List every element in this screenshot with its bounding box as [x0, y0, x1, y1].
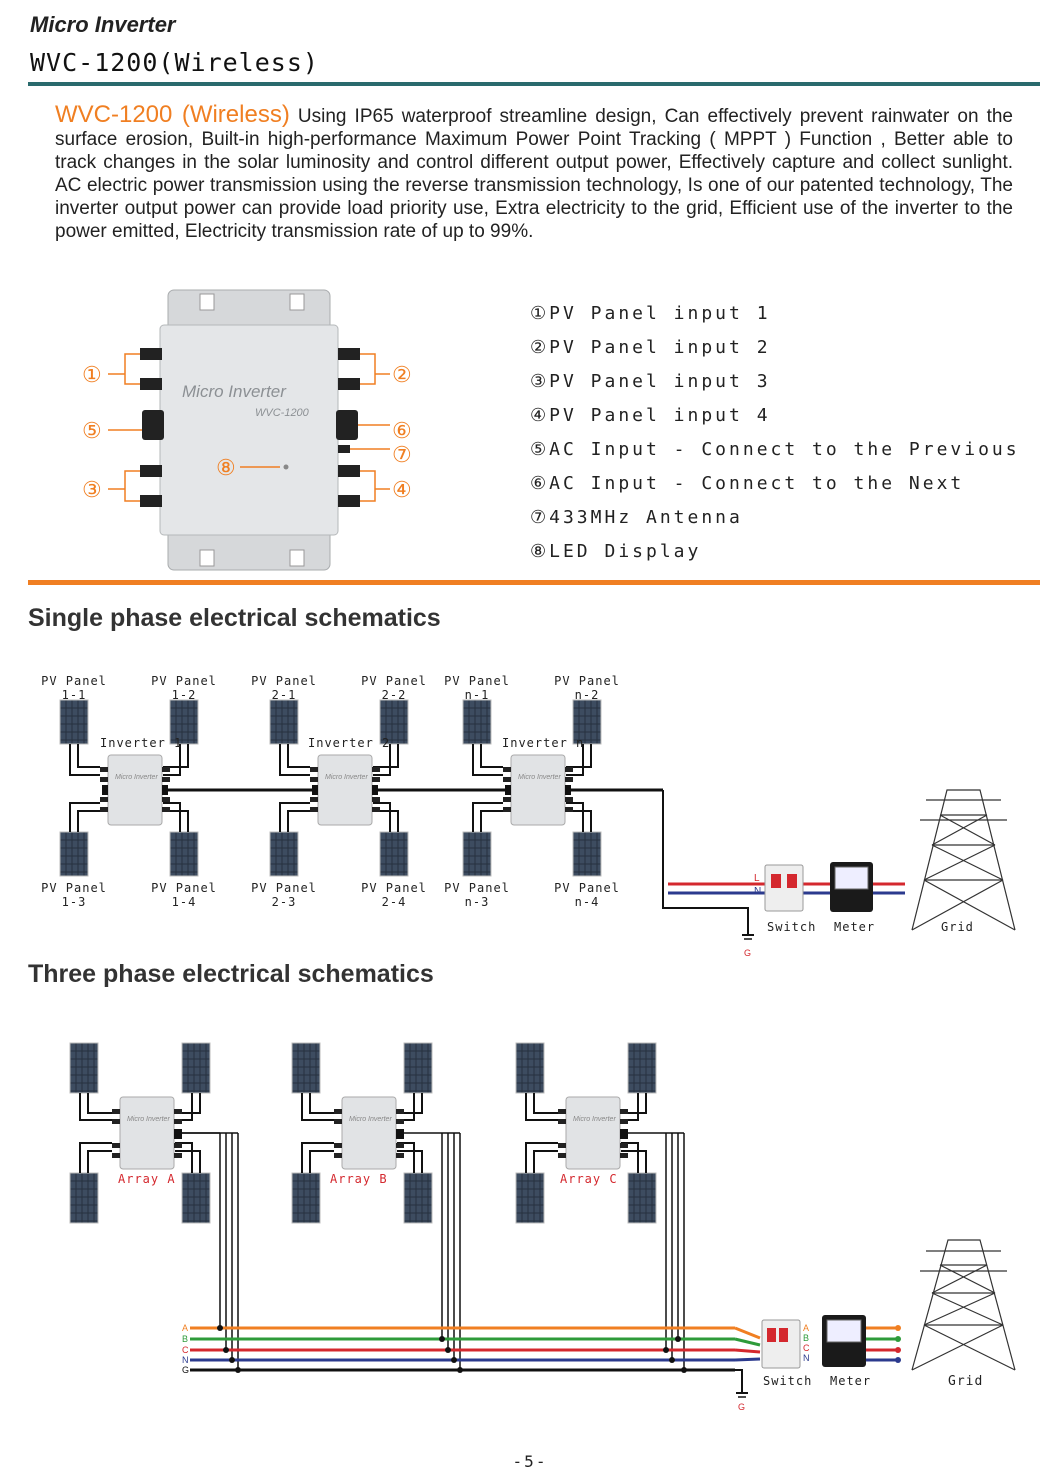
legend-item: ⑦433MHz Antenna	[530, 507, 743, 528]
inverter-label: Inverter n	[502, 736, 585, 750]
inverter-label: Inverter 1	[100, 736, 183, 750]
ground-label: G	[738, 1402, 745, 1412]
switch-wire-n: N	[803, 1353, 810, 1363]
category-title: Micro Inverter	[30, 12, 176, 37]
device-brand: Micro Inverter	[182, 382, 287, 401]
three-phase-title: Three phase electrical schematics	[28, 960, 434, 988]
wire-label-l: L	[754, 873, 760, 884]
switch-wire-b: B	[803, 1333, 809, 1343]
switch-wire-c: C	[803, 1343, 810, 1353]
meter-label: Meter	[834, 920, 876, 934]
ground-label: G	[744, 948, 751, 958]
inverter-illustration: Micro Inverter WVC-1200 ① ② ③ ④ ⑤ ⑥ ⑦ ⑧	[82, 289, 412, 571]
intro-body: Using IP65 waterproof streamline design,…	[55, 106, 1013, 242]
callout-2: ②	[392, 362, 412, 387]
legend-item: ④PV Panel input 4	[530, 405, 771, 426]
callout-4: ④	[392, 477, 412, 502]
legend-item: ⑧LED Display	[530, 541, 702, 562]
callout-3: ③	[82, 477, 102, 502]
page-number: -5-	[512, 1452, 548, 1471]
legend-item: ⑥AC Input - Connect to the Next	[530, 473, 965, 494]
header-divider	[28, 82, 1040, 86]
intro-lead: WVC-1200 (Wireless)	[55, 101, 290, 128]
array-label: Array C	[560, 1172, 618, 1186]
legend-item: ⑤AC Input - Connect to the Previous	[530, 439, 1020, 460]
port-legend: ①PV Panel input 1 ②PV Panel input 2 ③PV …	[530, 302, 1020, 574]
grid-label: Grid	[948, 1374, 984, 1389]
callout-7: ⑦	[392, 442, 412, 467]
meter-label: Meter	[830, 1374, 872, 1388]
array-label: Array A	[118, 1172, 176, 1186]
wire-label-b: B	[182, 1334, 188, 1344]
grid-label: Grid	[941, 920, 974, 934]
switch-label: Switch	[767, 920, 817, 934]
switch-icon	[764, 864, 804, 912]
legend-item: ③PV Panel input 3	[530, 371, 771, 392]
switch-label: Switch	[763, 1374, 813, 1388]
callout-6: ⑥	[392, 418, 412, 443]
inverter-label: Inverter 2	[308, 736, 391, 750]
model-title: WVC-1200(Wireless)	[30, 48, 319, 77]
switch-icon	[761, 1319, 801, 1369]
wire-label-n: N	[182, 1355, 189, 1365]
wire-label-g: G	[182, 1365, 189, 1375]
three-phase-diagram: Micro Inverter	[69, 1042, 1016, 1412]
callout-1: ①	[82, 362, 102, 387]
grid-tower-icon	[911, 1239, 1016, 1371]
section-divider	[28, 580, 1040, 585]
device-model: WVC-1200	[255, 407, 310, 419]
single-phase-title: Single phase electrical schematics	[28, 604, 441, 632]
legend-item: ②PV Panel input 2	[530, 337, 771, 358]
callout-5: ⑤	[82, 418, 102, 443]
array-label: Array B	[330, 1172, 388, 1186]
legend-item: ①PV Panel input 1	[530, 303, 771, 324]
intro-paragraph: WVC-1200 (Wireless) Using IP65 waterproo…	[55, 103, 1013, 243]
callout-8: ⑧	[216, 455, 236, 480]
switch-wire-a: A	[803, 1323, 809, 1333]
wire-label-c: C	[182, 1345, 189, 1355]
wire-label-n: N	[754, 886, 761, 897]
single-phase-diagram: Micro Inverter L N	[59, 699, 1016, 958]
led-dot	[283, 464, 289, 470]
wire-label-a: A	[182, 1323, 188, 1333]
grid-tower-icon	[911, 789, 1016, 931]
